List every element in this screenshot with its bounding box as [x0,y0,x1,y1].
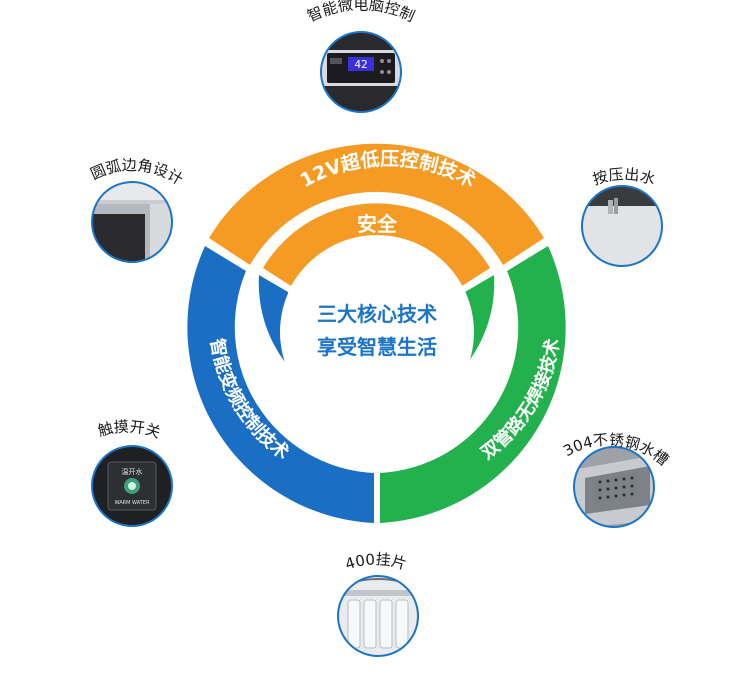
feature-touch-switch: 触摸开关 温开水 WARM WATER [91,418,173,527]
outer-segment-orange [209,143,544,265]
svg-text:触摸开关: 触摸开关 [96,418,163,442]
press-outlet-image [582,186,662,266]
feature-smart-control: 智能微电脑控制 42 [305,0,418,113]
feature-stainless-sink: 304不锈钢水槽 [560,431,672,528]
outer-segment-green [380,246,566,523]
svg-text:按压出水: 按压出水 [591,165,658,188]
feature-label-smart-control: 智能微电脑控制 [305,0,418,25]
feature-press-outlet: 按压出水 [581,165,663,267]
center-line-2: 享受智慧生活 [317,335,437,359]
center-disc [280,235,474,429]
svg-text:智能微电脑控制: 智能微电脑控制 [305,0,418,25]
stainless-sink-image [574,447,654,527]
svg-text:400挂片: 400挂片 [343,550,409,573]
filter-image [338,576,418,656]
center-line-1: 三大核心技术 [317,302,437,326]
inner-segment-orange [263,203,490,286]
feature-label-touch-switch: 触摸开关 [96,418,163,442]
control-panel-image: 42 [321,32,401,112]
rounded-corner-image [92,182,172,262]
outer-segment-blue [187,246,374,523]
switch-label-cn: 温开水 [122,467,143,476]
ring-diagram [187,143,566,523]
feature-rounded-corner: 圆弧边角设计 [88,156,186,263]
feature-filter: 400挂片 [337,550,419,657]
feature-label-press-outlet: 按压出水 [591,165,658,188]
feature-label-filter: 400挂片 [343,550,409,573]
display-readout: 42 [354,58,367,71]
inner-label-safety: 安全 [357,212,398,236]
switch-label-en: WARM WATER [115,500,150,506]
touch-switch-image: 温开水 WARM WATER [92,446,172,526]
